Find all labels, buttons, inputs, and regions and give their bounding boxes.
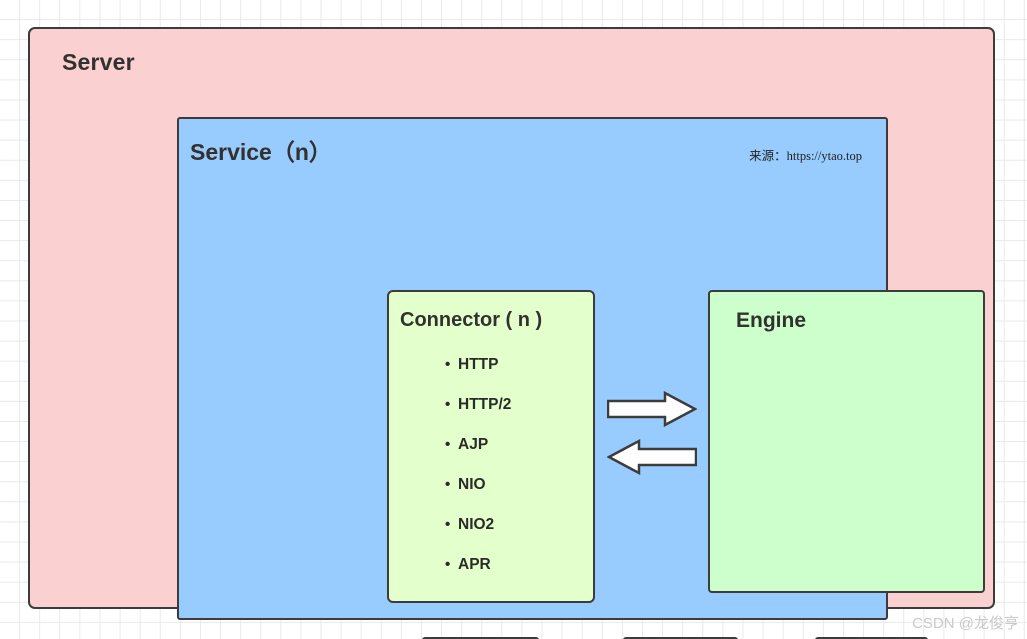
server-container: Server Service（n） 来源：https://ytao.top Co…	[28, 27, 995, 639]
list-item: • HTTP/2	[445, 395, 511, 435]
utility-box-loging: Loging	[623, 637, 738, 639]
service-label: Service（n）	[190, 139, 332, 165]
connector-protocol-list: • HTTP • HTTP/2 • AJP • NIO • NIO2 • APR	[445, 355, 511, 595]
utility-box-session: Session	[422, 637, 539, 639]
protocol-label: APR	[458, 556, 491, 573]
list-item: • AJP	[445, 435, 511, 475]
arrow-left-icon	[606, 438, 698, 480]
bullet-icon: •	[445, 356, 451, 373]
arrow-right-icon	[606, 390, 698, 432]
protocol-label: NIO2	[458, 516, 495, 533]
source-note: 来源：https://ytao.top	[749, 149, 862, 163]
bullet-icon: •	[445, 516, 451, 533]
list-item: • APR	[445, 555, 511, 595]
protocol-label: HTTP	[458, 356, 499, 373]
engine-label: Engine	[736, 309, 807, 332]
csdn-watermark: CSDN @龙俊亨	[912, 615, 1019, 632]
bullet-icon: •	[445, 436, 451, 453]
connector-container: Connector ( n ) • HTTP • HTTP/2 • AJP • NIO …	[387, 290, 595, 603]
list-item: • NIO	[445, 475, 511, 515]
bullet-icon: •	[445, 396, 451, 413]
server-label: Server	[62, 49, 135, 75]
bullet-icon: •	[445, 556, 451, 573]
engine-container: Engine Host ( n ) Context ( n ) Wrapper …	[708, 290, 985, 593]
protocol-label: NIO	[458, 476, 486, 493]
list-item: • HTTP	[445, 355, 511, 395]
connector-label: Connector ( n )	[400, 309, 543, 331]
protocol-label: HTTP/2	[458, 396, 512, 413]
bullet-icon: •	[445, 476, 451, 493]
utility-box-more: ......	[815, 637, 928, 639]
service-container: Service（n） 来源：https://ytao.top Connector…	[177, 117, 985, 639]
protocol-label: AJP	[458, 436, 489, 453]
list-item: • NIO2	[445, 515, 511, 555]
